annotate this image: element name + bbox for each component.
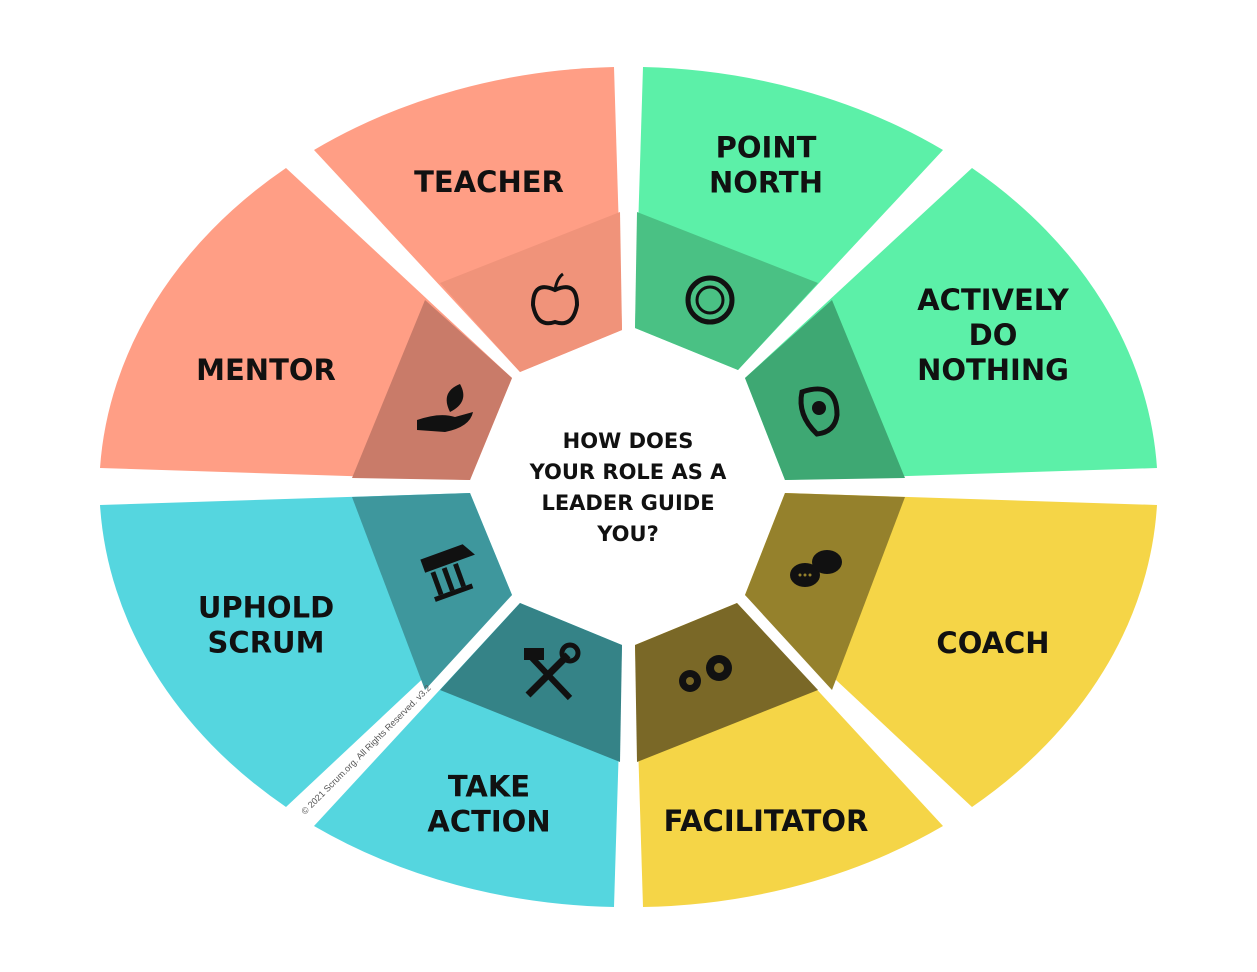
center-question: HOW DOES YOUR ROLE AS A LEADER GUIDE YOU…: [529, 429, 728, 546]
hand-leaf-icon: [417, 384, 473, 432]
segment-inner-band: [635, 603, 818, 762]
segment-label: DO: [969, 318, 1018, 352]
segment-label: ACTION: [427, 805, 550, 839]
segment-coach: COACH: [745, 493, 1157, 807]
center-line: YOUR ROLE AS A: [529, 460, 728, 484]
segment-label: UPHOLD: [198, 591, 334, 625]
segment-inner-band: [745, 493, 905, 690]
gears-icon: [679, 655, 732, 692]
segment-label: NORTH: [709, 166, 823, 200]
compass-icon: [685, 275, 735, 325]
tools-icon: [524, 642, 581, 701]
center-line: YOU?: [596, 522, 659, 546]
chat-bubbles-icon: [790, 550, 842, 587]
segment-inner-band: [440, 212, 622, 372]
segment-teacher: TEACHER: [314, 67, 622, 372]
segment-label: COACH: [936, 626, 1049, 660]
center-line: HOW DOES: [563, 429, 694, 453]
segment-label: NOTHING: [917, 353, 1069, 387]
center-line: LEADER GUIDE: [541, 491, 714, 515]
segment-label: TAKE: [448, 770, 530, 804]
apple-icon: [530, 272, 580, 326]
segment-facilitator: FACILITATOR: [635, 603, 943, 907]
segment-label: SCRUM: [208, 626, 325, 660]
segment-label: TEACHER: [414, 165, 564, 199]
segment-inner-band: [440, 603, 622, 762]
segment-label: ACTIVELY: [917, 283, 1070, 317]
pillars-icon: [420, 544, 475, 602]
segment-label: MENTOR: [196, 353, 336, 387]
segment-label: POINT: [716, 131, 817, 165]
segment-inner-band: [635, 212, 818, 370]
segment-label: FACILITATOR: [664, 804, 869, 838]
segment-inner-band: [352, 300, 512, 480]
segment-mentor: MENTOR: [100, 168, 512, 480]
segment-inner-band: [352, 493, 512, 690]
eye-icon: [798, 386, 840, 437]
